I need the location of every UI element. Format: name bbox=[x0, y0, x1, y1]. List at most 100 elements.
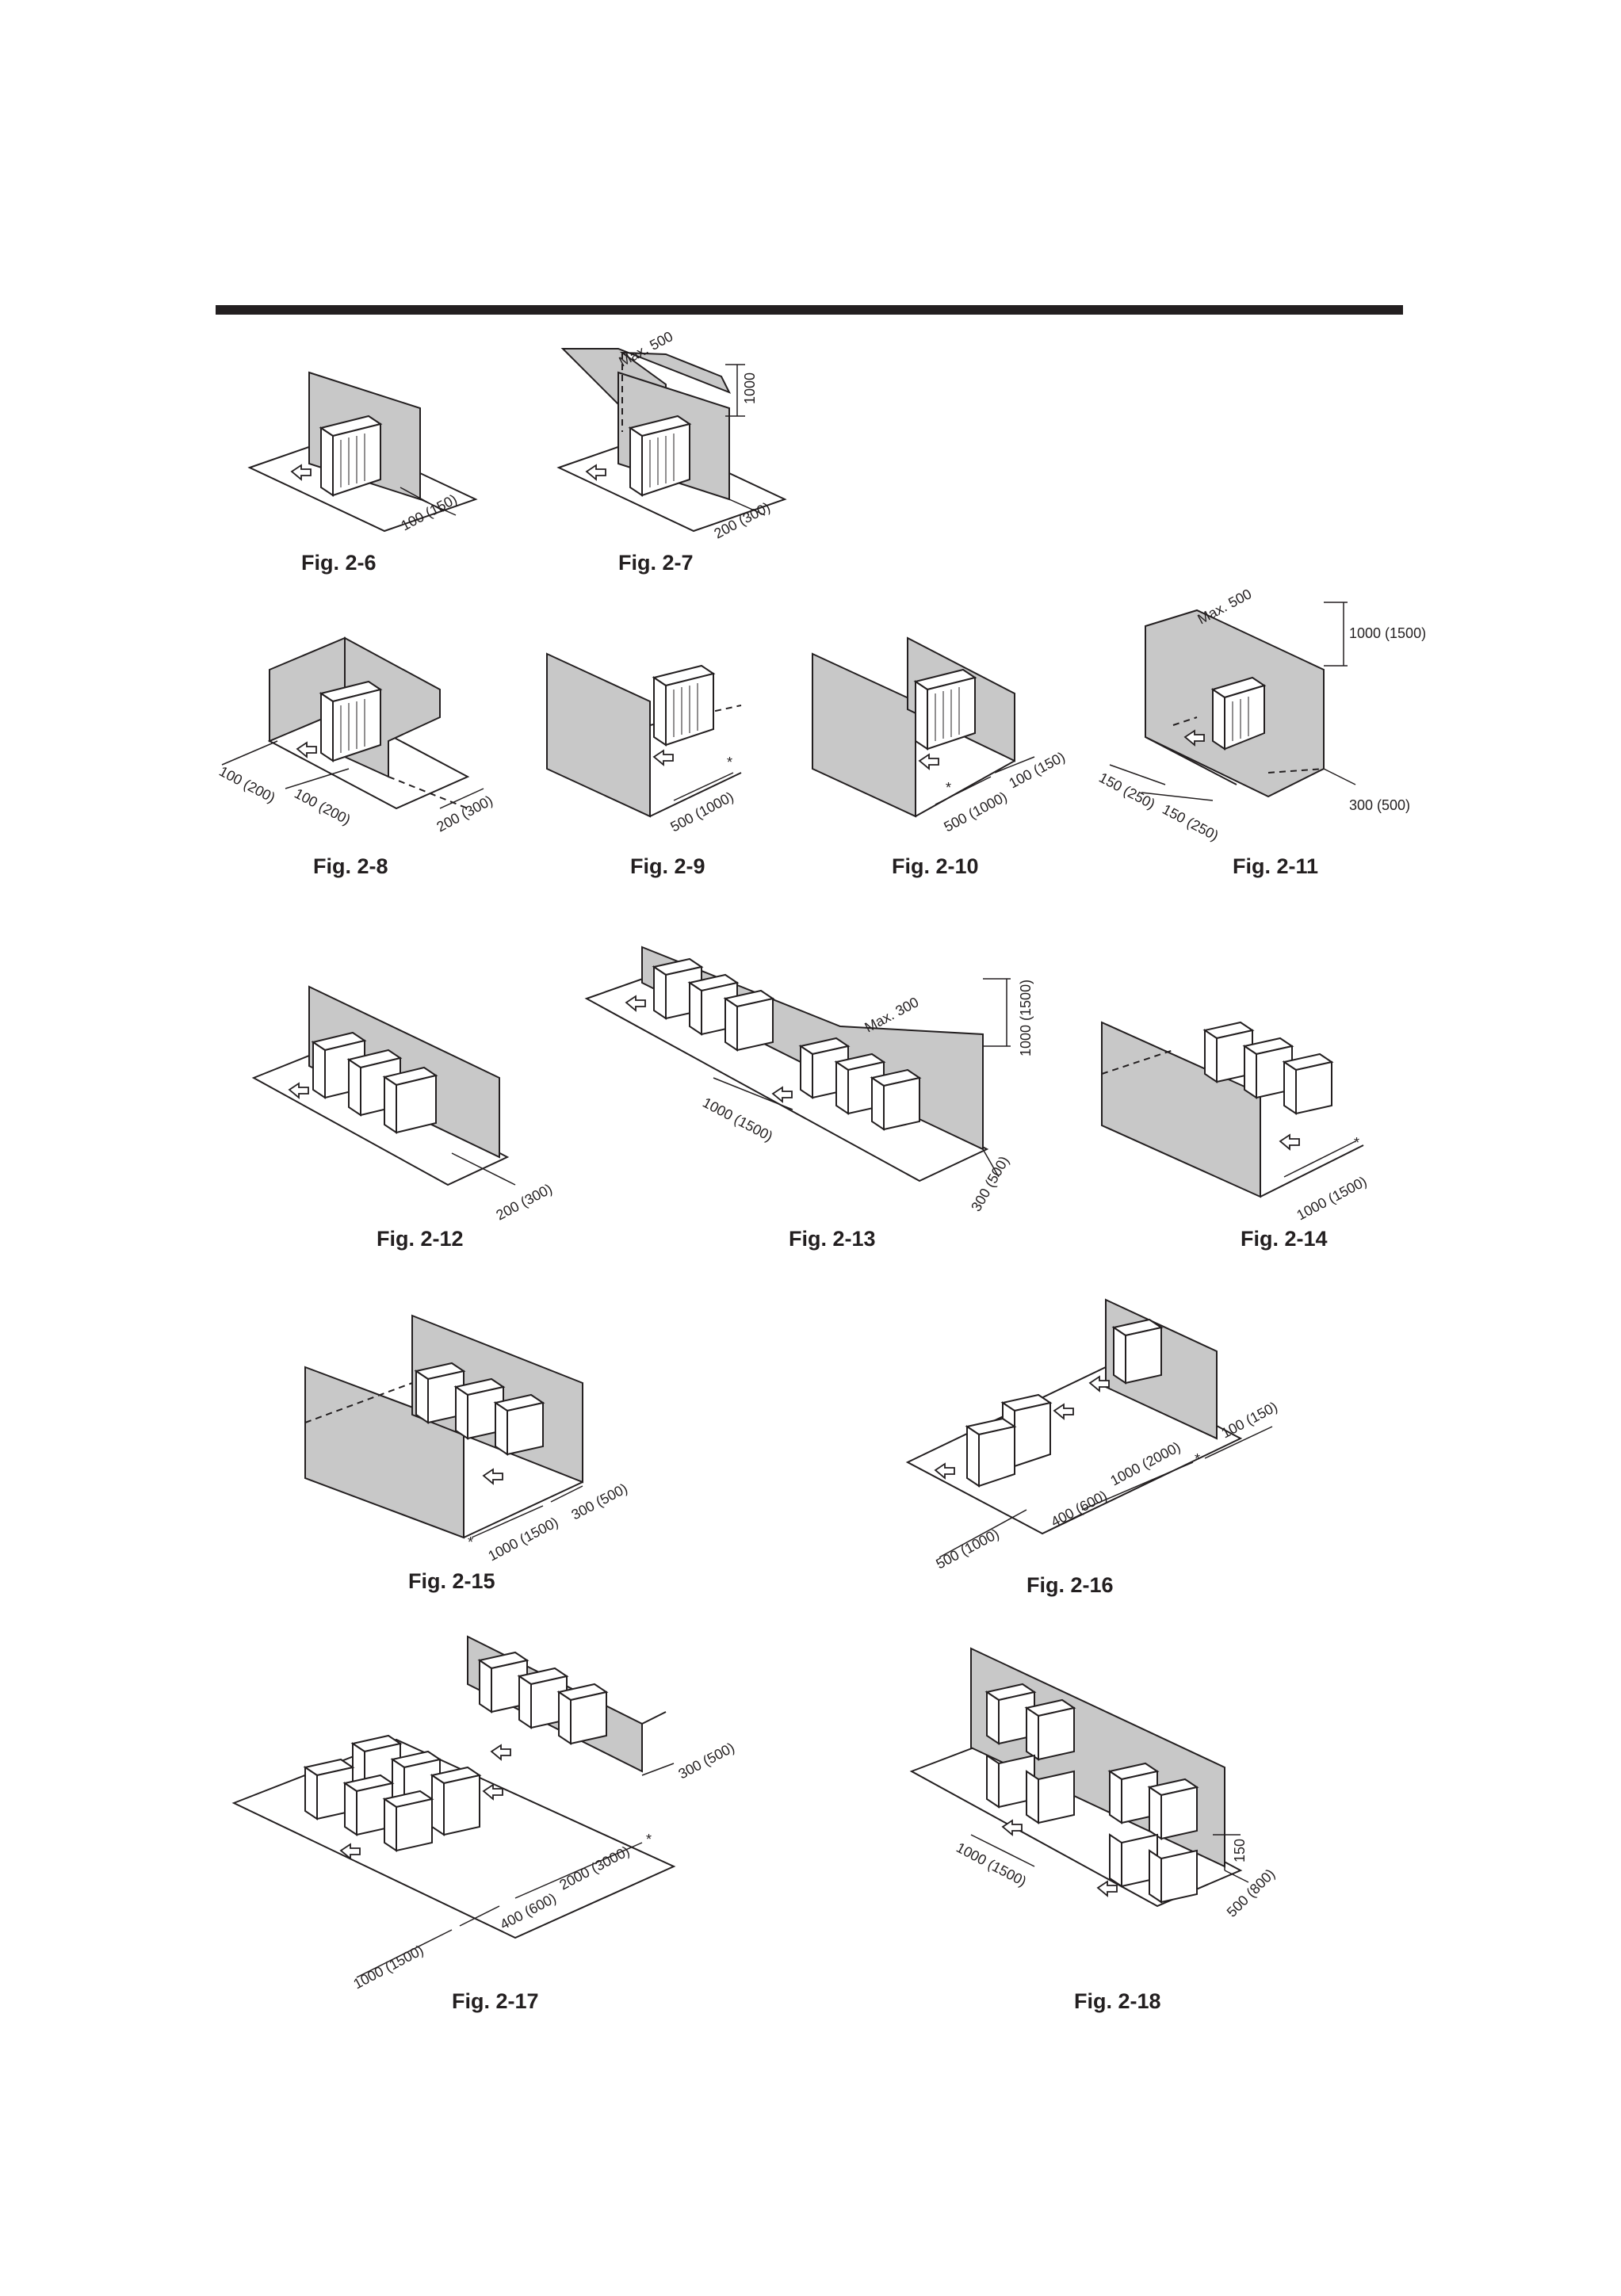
airflow-arrow-icon bbox=[918, 753, 939, 770]
figure-2-7: Max. 500 1000 200 (300) Fig. 2-7 bbox=[547, 328, 809, 575]
airflow-arrow-icon bbox=[482, 1468, 503, 1485]
outdoor-unit-row bbox=[311, 1031, 438, 1134]
fig-2-9-asterisk: * bbox=[727, 755, 732, 770]
figure-2-8: 100 (200) 100 (200) 200 (300) Fig. 2-8 bbox=[214, 630, 515, 884]
outdoor-unit-middle bbox=[1000, 1393, 1053, 1468]
header-rule bbox=[216, 305, 1403, 315]
fig-2-12-dim: 200 (300) bbox=[493, 1181, 554, 1224]
outdoor-unit bbox=[319, 680, 383, 762]
figure-caption: Fig. 2-16 bbox=[1027, 1573, 1114, 1597]
outdoor-unit-stack-left bbox=[984, 1683, 1076, 1824]
figure-caption: Fig. 2-18 bbox=[1074, 1989, 1161, 2013]
fig-2-14-dim: 1000 (1500) bbox=[1294, 1173, 1369, 1223]
airflow-arrow-icon bbox=[482, 1783, 503, 1801]
figure-caption: Fig. 2-8 bbox=[313, 854, 388, 878]
fig-2-18-drawing: 150 1000 (1500) 500 (800) bbox=[909, 1647, 1278, 1920]
figure-2-6: 100 (150) Fig. 2-6 bbox=[246, 361, 507, 575]
fig-2-14-drawing: * 1000 (1500) bbox=[1101, 1021, 1370, 1224]
figure-caption: Fig. 2-10 bbox=[892, 854, 979, 878]
fig-2-17-dim-front: 1000 (1500) bbox=[350, 1942, 426, 1992]
outdoor-unit bbox=[1210, 676, 1267, 751]
fig-2-17-asterisk: * bbox=[646, 1832, 652, 1847]
fig-2-12-drawing: 200 (300) bbox=[251, 985, 555, 1224]
outdoor-unit-row bbox=[1202, 1021, 1334, 1115]
outdoor-unit-front bbox=[965, 1417, 1017, 1488]
fig-2-9-dim: 500 (1000) bbox=[667, 789, 736, 835]
outdoor-unit-row-front bbox=[798, 1037, 922, 1131]
fig-2-11-dim-rear: 300 (500) bbox=[1349, 797, 1410, 813]
fig-2-13-dim-between: 1000 (1500) bbox=[700, 1095, 775, 1144]
fig-2-15-drawing: * 1000 (1500) 300 (500) bbox=[304, 1314, 630, 1564]
fig-2-16-dim-rear: 100 (150) bbox=[1218, 1399, 1279, 1442]
airflow-arrow-icon bbox=[1183, 729, 1205, 747]
fig-2-8-dim-left: 100 (200) bbox=[216, 763, 277, 806]
fig-2-16-drawing: * 100 (150) 1000 (2000) 400 (600) 500 (1… bbox=[905, 1298, 1280, 1572]
figure-2-11: Max. 500 1000 (1500) 150 (250) 150 (250)… bbox=[1094, 586, 1435, 884]
fig-2-16-asterisk: * bbox=[1195, 1451, 1200, 1467]
airflow-arrow-icon bbox=[296, 741, 317, 758]
fig-2-10-asterisk: * bbox=[946, 780, 951, 796]
fig-2-11-drawing: Max. 500 1000 (1500) 150 (250) 150 (250)… bbox=[1096, 586, 1426, 844]
fig-2-18-dim-front: 1000 (1500) bbox=[954, 1839, 1029, 1889]
outdoor-unit-row-rear bbox=[652, 957, 775, 1052]
figure-caption: Fig. 2-9 bbox=[630, 854, 705, 878]
airflow-arrow-icon bbox=[490, 1744, 511, 1761]
outdoor-unit bbox=[319, 415, 383, 497]
fig-2-17-dim-rear: 300 (500) bbox=[675, 1740, 736, 1782]
fig-2-9-drawing: * 500 (1000) bbox=[546, 652, 742, 835]
outdoor-unit bbox=[628, 415, 692, 497]
airflow-arrow-icon bbox=[771, 1086, 793, 1103]
fig-2-17-dim-between: 2000 (3000) bbox=[556, 1843, 632, 1893]
fig-2-11-dim-height: 1000 (1500) bbox=[1349, 625, 1426, 641]
figure-2-10: * 500 (1000) 100 (150) Fig. 2-10 bbox=[805, 630, 1090, 884]
figure-2-12: 200 (300) Fig. 2-12 bbox=[246, 985, 579, 1256]
fig-2-7-drawing: Max. 500 1000 200 (300) bbox=[556, 328, 787, 542]
figure-2-14: * 1000 (1500) Fig. 2-14 bbox=[1094, 1014, 1427, 1256]
airflow-arrow-icon bbox=[1001, 1819, 1023, 1836]
fig-2-14-asterisk: * bbox=[1354, 1135, 1359, 1151]
fig-2-8-drawing: 100 (200) 100 (200) 200 (300) bbox=[216, 636, 495, 835]
outdoor-unit-rear bbox=[1111, 1318, 1164, 1385]
figure-caption: Fig. 2-7 bbox=[618, 551, 694, 575]
figure-caption: Fig. 2-17 bbox=[452, 1989, 539, 2013]
fig-2-11-dim-front: 150 (250) bbox=[1160, 801, 1221, 844]
figure-caption: Fig. 2-15 bbox=[408, 1569, 495, 1593]
figure-2-15: * 1000 (1500) 300 (500) Fig. 2-15 bbox=[297, 1308, 646, 1605]
fig-2-16-dim-between: 1000 (2000) bbox=[1107, 1438, 1183, 1488]
fig-2-15-dim-rear: 300 (500) bbox=[568, 1480, 629, 1523]
figure-caption: Fig. 2-13 bbox=[789, 1227, 876, 1251]
figure-2-17: * 300 (500) 2000 (3000) 400 (600) 1000 (… bbox=[230, 1635, 777, 2017]
airflow-arrow-icon bbox=[1096, 1880, 1118, 1897]
outdoor-unit-row-rear bbox=[477, 1651, 609, 1745]
airflow-arrow-icon bbox=[1088, 1375, 1110, 1392]
airflow-arrow-icon bbox=[585, 464, 606, 481]
airflow-arrow-icon bbox=[288, 1082, 309, 1099]
fig-2-11-dim-max: Max. 500 bbox=[1195, 586, 1254, 627]
fig-2-6-drawing bbox=[247, 371, 478, 533]
fig-2-13-drawing: Max. 300 1000 (1500) 1000 (1500) 300 (50… bbox=[584, 946, 1034, 1214]
fig-2-17-drawing: * 300 (500) 2000 (3000) 400 (600) 1000 (… bbox=[231, 1635, 737, 1992]
fig-2-15-asterisk: * bbox=[468, 1534, 473, 1550]
fig-2-10-dim-rear: 100 (150) bbox=[1006, 749, 1067, 792]
airflow-arrow-icon bbox=[1279, 1133, 1300, 1151]
fig-2-13-dim-height: 1000 (1500) bbox=[1018, 980, 1034, 1056]
figure-caption: Fig. 2-14 bbox=[1241, 1227, 1328, 1251]
fig-2-17-dim-middle: 400 (600) bbox=[497, 1890, 558, 1933]
fig-2-8-dim-front: 100 (200) bbox=[292, 785, 353, 828]
airflow-arrow-icon bbox=[1053, 1403, 1074, 1420]
fig-2-10-drawing: * 500 (1000) 100 (150) bbox=[812, 636, 1068, 835]
airflow-arrow-icon bbox=[339, 1843, 361, 1860]
airflow-arrow-icon bbox=[290, 464, 312, 481]
figure-caption: Fig. 2-12 bbox=[377, 1227, 464, 1251]
figure-caption: Fig. 2-11 bbox=[1233, 854, 1319, 878]
fig-2-11-dim-left: 150 (250) bbox=[1096, 770, 1157, 812]
fig-2-16-dim-middle: 400 (600) bbox=[1048, 1488, 1109, 1530]
airflow-arrow-icon bbox=[652, 749, 674, 766]
fig-2-16-dim-front: 500 (1000) bbox=[933, 1526, 1001, 1572]
airflow-arrow-icon bbox=[625, 995, 646, 1012]
figure-2-18: 150 1000 (1500) 500 (800) Fig. 2-18 bbox=[908, 1645, 1320, 2017]
airflow-arrow-icon bbox=[934, 1462, 955, 1480]
figure-2-16: * 100 (150) 1000 (2000) 400 (600) 500 (1… bbox=[900, 1296, 1312, 1605]
figure-2-9: * 500 (1000) Fig. 2-9 bbox=[543, 630, 781, 884]
outdoor-unit-row bbox=[414, 1362, 545, 1456]
